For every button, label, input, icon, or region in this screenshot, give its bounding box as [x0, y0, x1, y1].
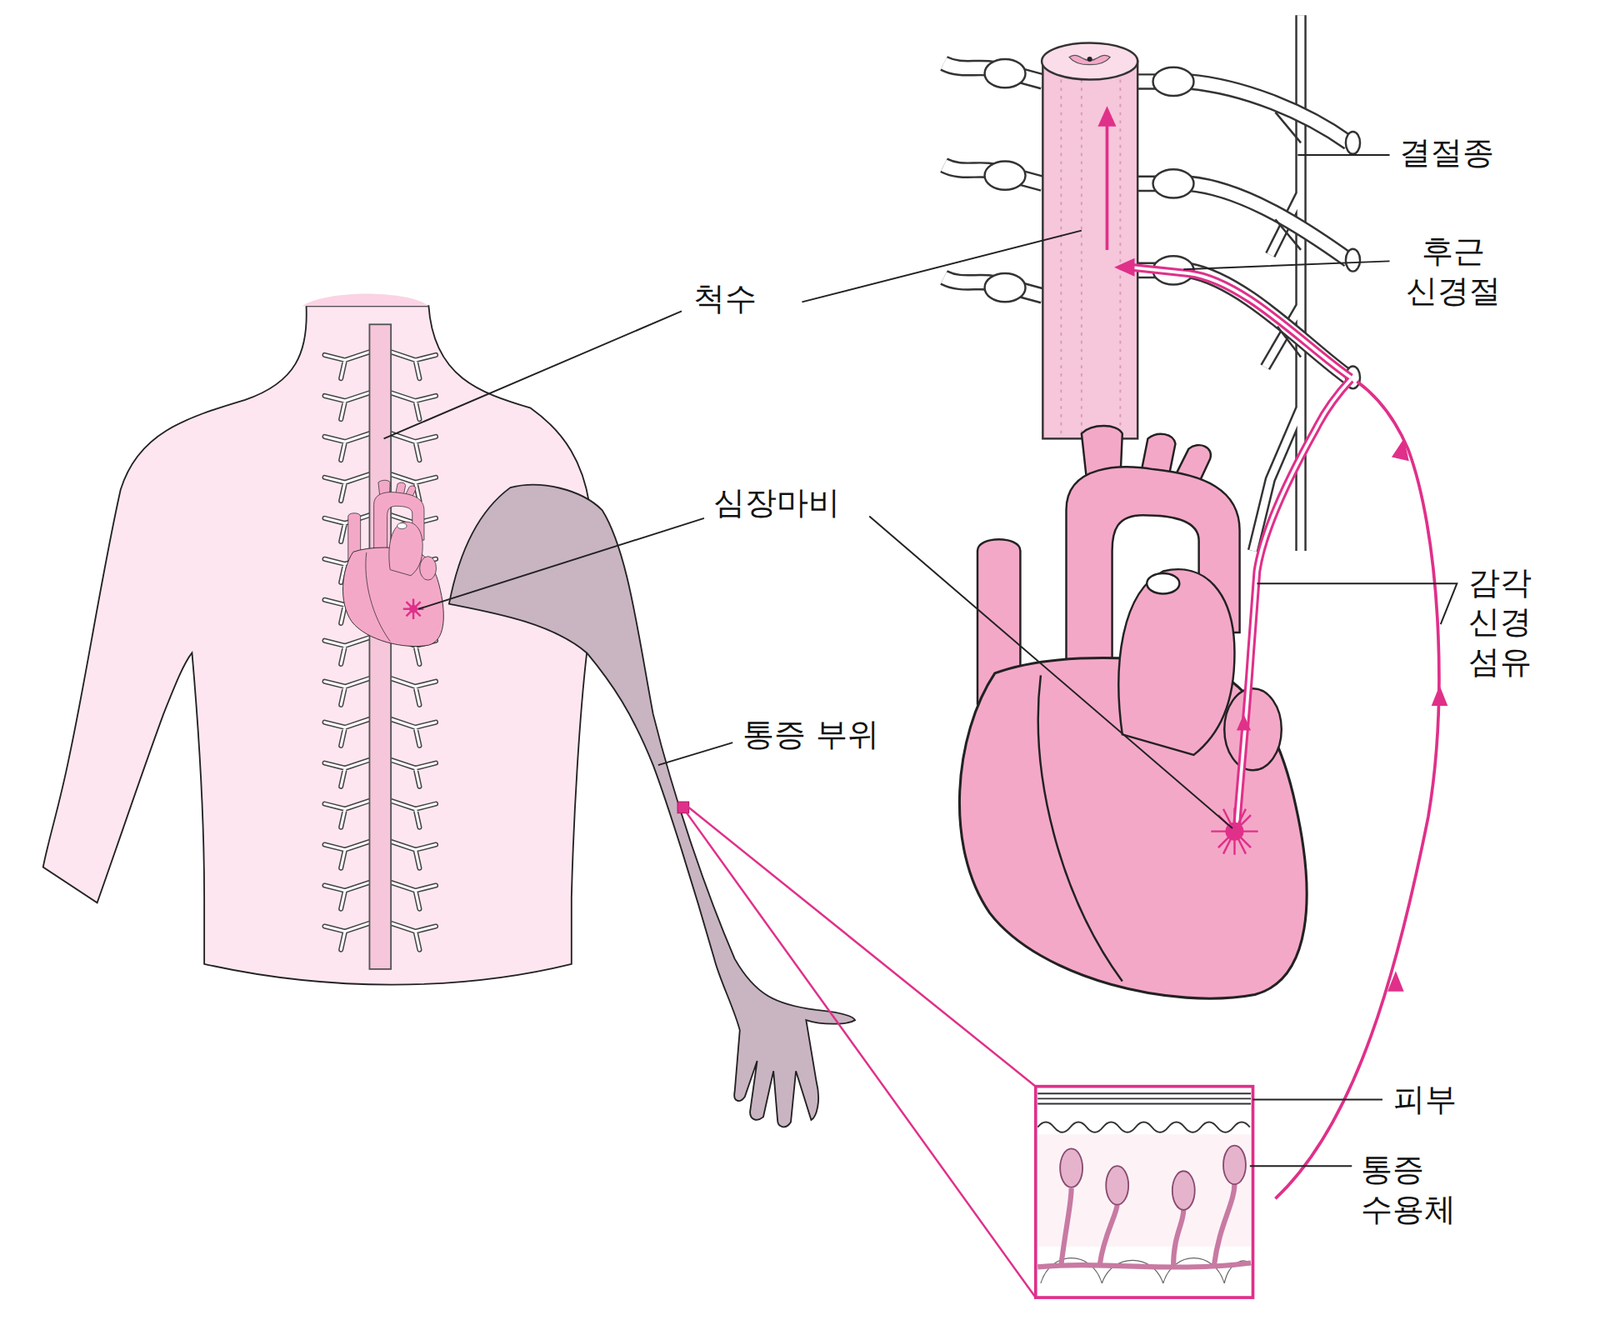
body-outline [43, 305, 594, 985]
part-label: 감각 신경 섬유 [1465, 563, 1545, 683]
part-label: 통증 부위 [739, 715, 883, 755]
epidermis-border [1037, 1122, 1250, 1133]
heart-small [342, 480, 444, 646]
pain-area-arm [449, 485, 855, 1128]
part-label: 통증 수용체 [1357, 1150, 1472, 1230]
part-label: 심장마비 [710, 483, 844, 524]
spinal-cord-section [1041, 42, 1138, 80]
fat-cells [1040, 1258, 1251, 1284]
ganglion [985, 59, 1026, 88]
ganglion [1153, 169, 1195, 198]
heart-large [959, 425, 1307, 999]
nerve-cut-end [1345, 131, 1360, 155]
spinal-cord [1042, 60, 1138, 439]
arrow-head [1236, 714, 1251, 731]
arrow-head [1387, 970, 1405, 991]
ascending-signal [1105, 124, 1110, 250]
arrow-head [1097, 105, 1116, 126]
grey-matter [1069, 55, 1110, 65]
spinal-cord-body [369, 324, 391, 970]
nerve-cut-end [1345, 249, 1360, 272]
pain-receptor [1060, 1148, 1083, 1188]
skin-inset [1035, 1086, 1254, 1298]
pain-receptor [1172, 1170, 1195, 1210]
skin-layers [1037, 1093, 1251, 1104]
central-canal [1087, 56, 1093, 62]
part-label: 피부 [1390, 1080, 1460, 1120]
skin-nerve [1037, 1183, 1251, 1268]
pain-receptor [1223, 1145, 1246, 1185]
neck [302, 294, 430, 307]
ganglion [985, 273, 1026, 302]
ganglion [985, 160, 1026, 190]
receptors [1060, 1145, 1246, 1210]
pain-receptor [1105, 1165, 1129, 1205]
part-label: 후근 신경절 [1395, 231, 1510, 311]
spinal-cord-texture [1060, 71, 1120, 437]
part-label: 척수 [690, 279, 760, 320]
leader-lines [384, 155, 1458, 1166]
zoom-lines [686, 805, 1036, 1298]
visceral-fiber-inner [1130, 267, 1351, 829]
arrow-head [1114, 258, 1135, 277]
arrow-head [1391, 438, 1410, 461]
pain-burst-small-center [409, 605, 418, 614]
arrow-head [1431, 685, 1449, 706]
part-label: 결절종 [1395, 133, 1498, 174]
visceral-fiber [1130, 267, 1351, 829]
cutaneous-fiber [1275, 381, 1439, 1200]
ganglion [1153, 67, 1195, 96]
